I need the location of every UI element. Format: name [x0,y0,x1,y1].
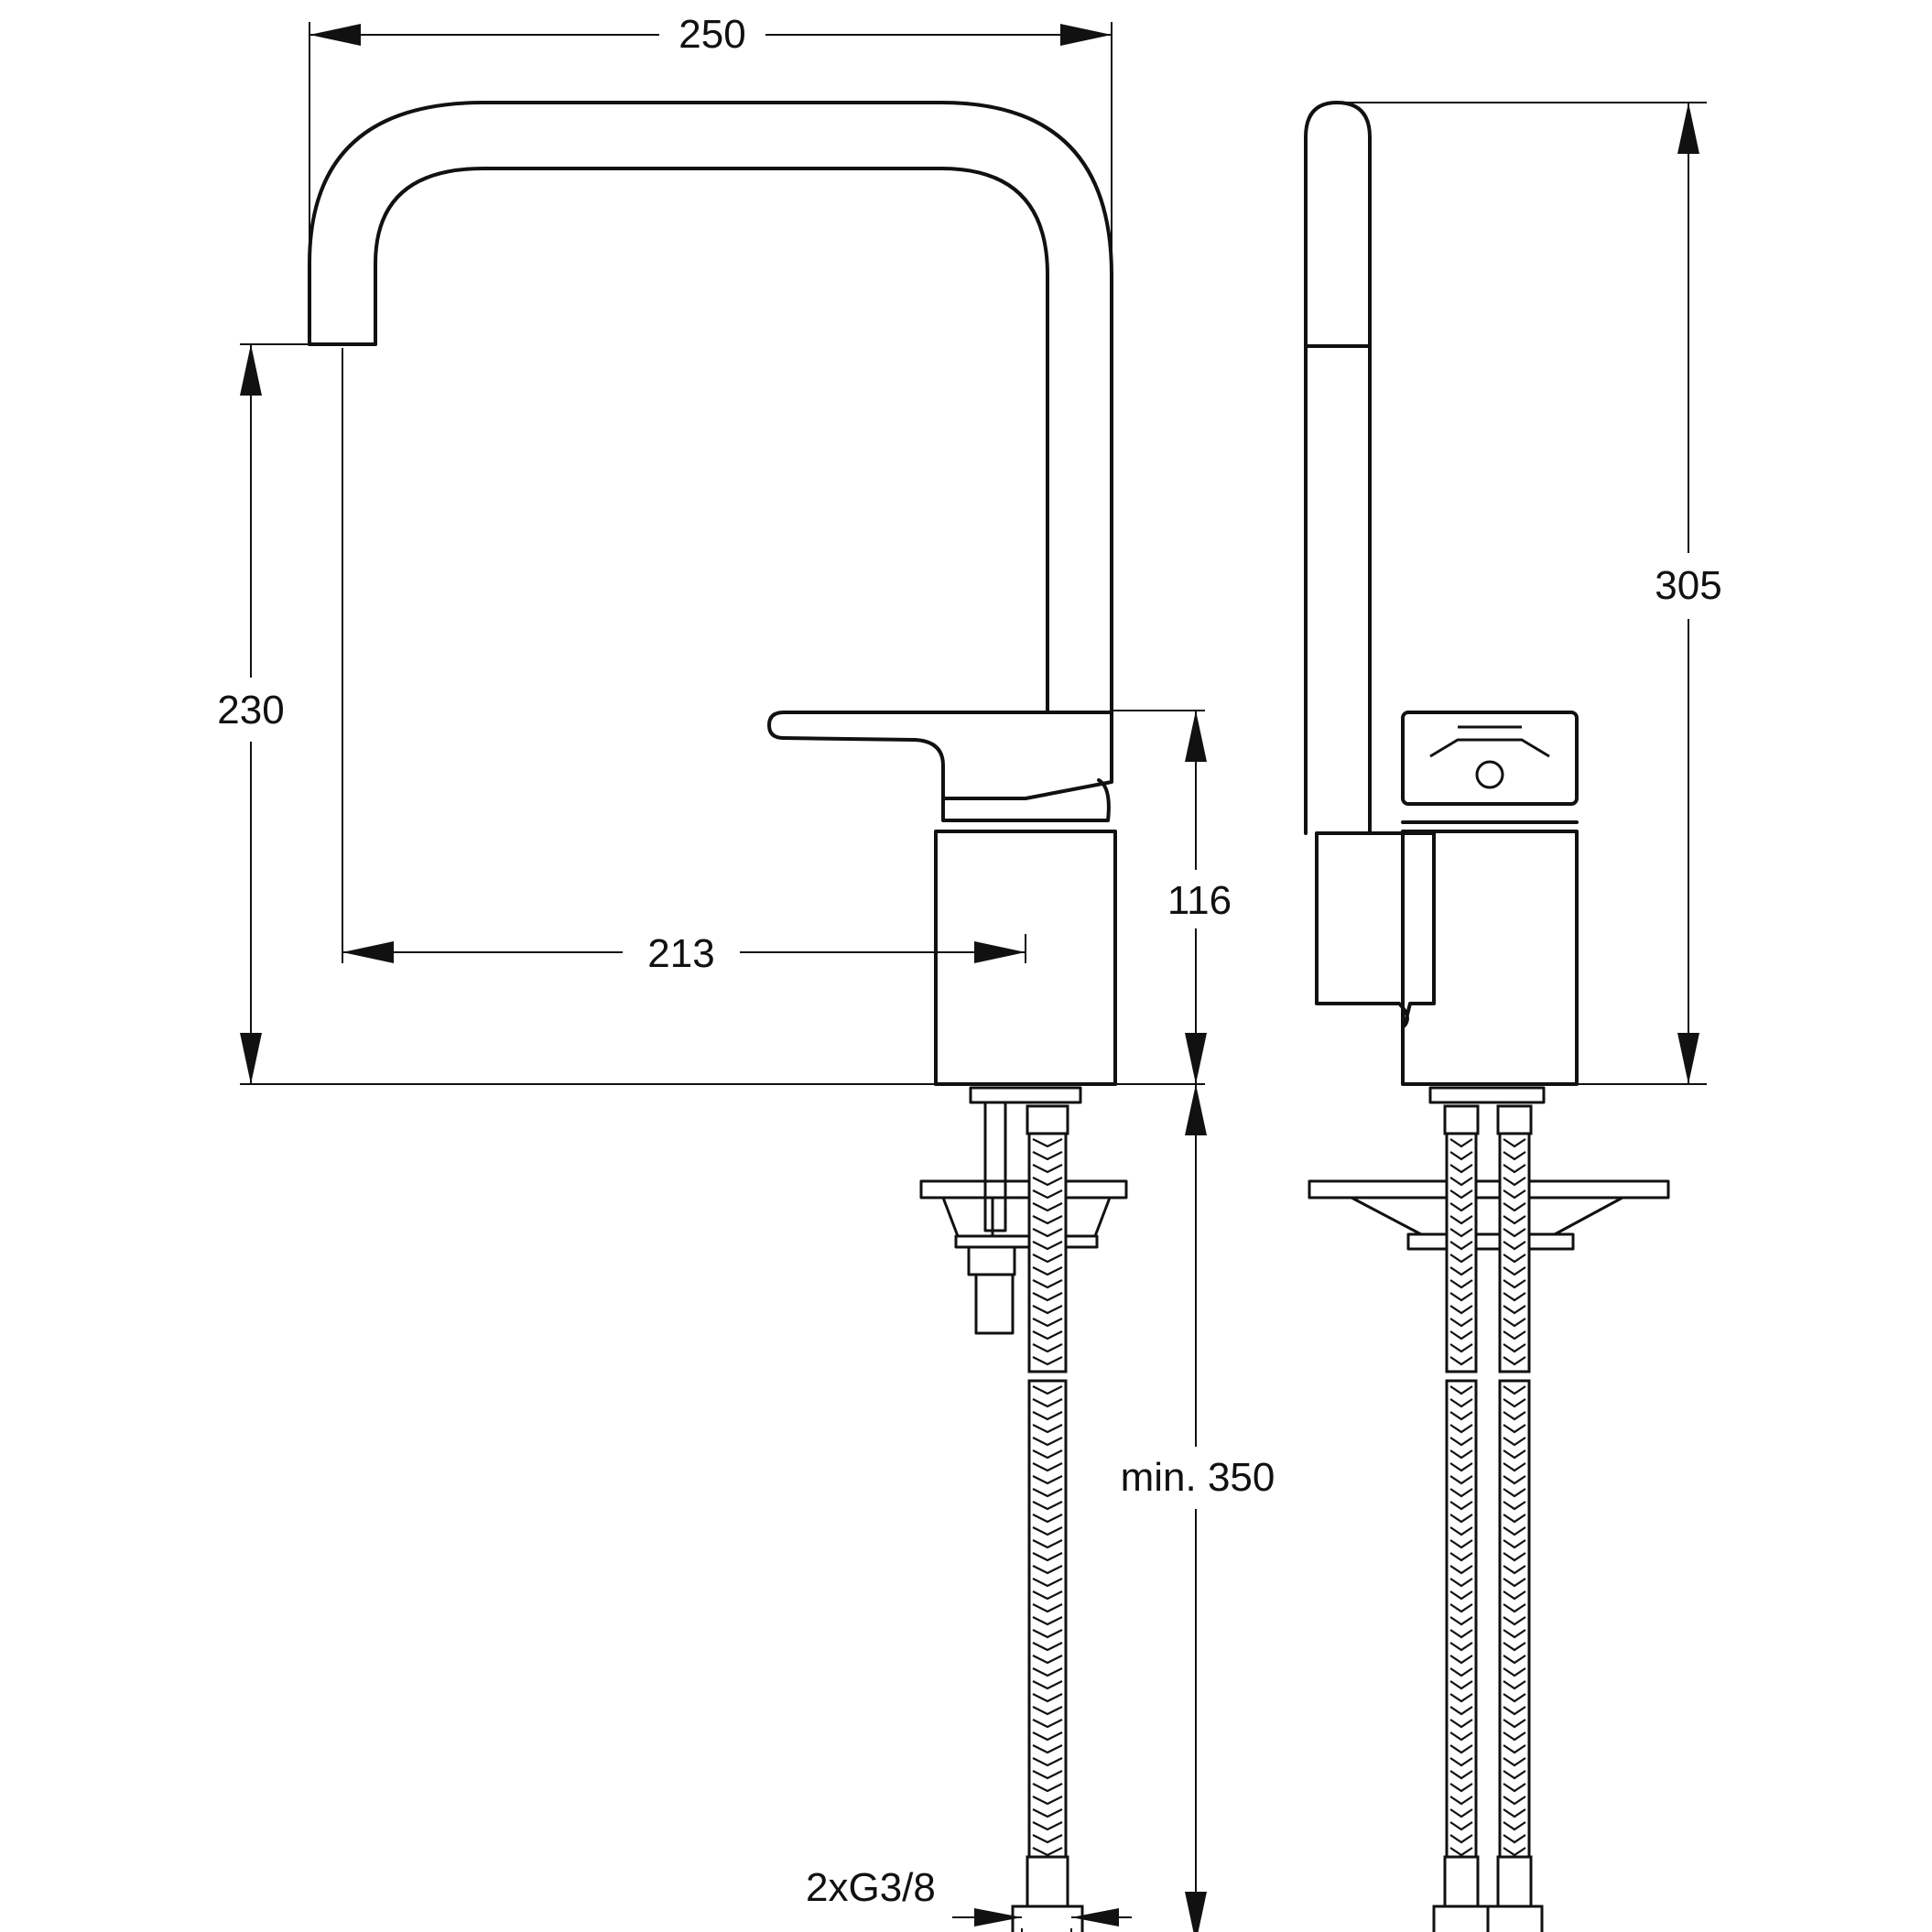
hose-connection-nut [1011,1905,1084,1932]
dim-g38-arrow-right [1071,1908,1119,1927]
dim-305-arrow-top [1677,103,1699,154]
fixing-bolt [974,1273,1015,1335]
hose-braid-pattern [1503,1385,1526,1857]
dim-230-arrow-top [240,344,262,396]
hose-lower-fitting [1026,1855,1069,1908]
hose-braid-front [1032,1138,1063,1857]
side-view [1304,101,1670,1932]
dim-116-arrow-bottom [1185,1033,1207,1084]
dim-label-116: 116 [1167,878,1232,923]
side-hose-left-end [1443,1855,1480,1908]
hose-braid-pattern [1032,1138,1063,1366]
dim-350-arrow-top [1185,1084,1207,1135]
dim-250-arrow-right [1060,24,1112,46]
side-hose-left-upper [1445,1132,1478,1373]
side-hose-right-upper [1498,1132,1531,1373]
dim-label-305: 305 [1655,563,1721,608]
side-handle-cap [1401,711,1579,806]
side-spout-column [1304,101,1372,835]
side-mounting-plate [1308,1179,1670,1199]
side-mounting-bracket [1351,1196,1623,1236]
hose-braid-side [1449,1138,1526,1857]
side-hose-right-end [1496,1855,1533,1908]
dim-350-arrow-bottom [1185,1892,1207,1932]
threaded-stud [983,1101,1007,1232]
spout-outer-outline [308,101,1113,714]
lever-handle [767,711,1113,800]
hose-upper-section [1027,1132,1068,1373]
shank-top [969,1086,1082,1104]
dim-230-arrow-bottom [240,1033,262,1084]
mounting-bracket [941,1197,1112,1238]
side-shank-top [1428,1086,1546,1104]
fixing-nut [967,1245,1016,1276]
hose-braid-pattern [1032,1385,1063,1857]
side-handle-indicator [1475,760,1504,789]
side-hose-left-lower [1445,1379,1478,1859]
cartridge-collar [941,778,1111,822]
dim-label-min-350: min. 350 [1121,1455,1275,1500]
dimension-lines: 250 230 213 116 min. 350 [217,12,1722,1932]
side-neck-block [1315,831,1436,1027]
mounting-plate [919,1179,1128,1199]
side-mixer-body [1401,830,1579,1086]
hose-braid-pattern [1449,1138,1473,1366]
side-hose-right-fitting [1496,1104,1533,1135]
dim-g38-arrow-left [974,1908,1022,1927]
dim-213-arrow-left [342,941,394,963]
dim-label-250: 250 [678,12,745,57]
side-hose-right-lower [1498,1379,1531,1859]
side-handle-detail [1429,725,1550,758]
dim-250-arrow-left [309,24,361,46]
hose-upper-fitting [1026,1104,1069,1135]
dim-label-213: 213 [647,931,714,976]
dim-label-230: 230 [217,688,284,733]
mounting-base [954,1234,1099,1249]
side-mounting-base [1406,1232,1575,1251]
hose-braid-pattern [1449,1385,1473,1857]
spout-inner-outline [374,167,1049,714]
dim-116-arrow-top [1185,711,1207,762]
hose-braid-pattern [1503,1138,1526,1366]
dim-305-arrow-bottom [1677,1033,1699,1084]
dim-label-connection: 2xG3/8 [806,1865,936,1910]
dim-213-arrow-right [974,941,1026,963]
front-view [308,101,1128,1932]
side-hose-left-fitting [1443,1104,1480,1135]
